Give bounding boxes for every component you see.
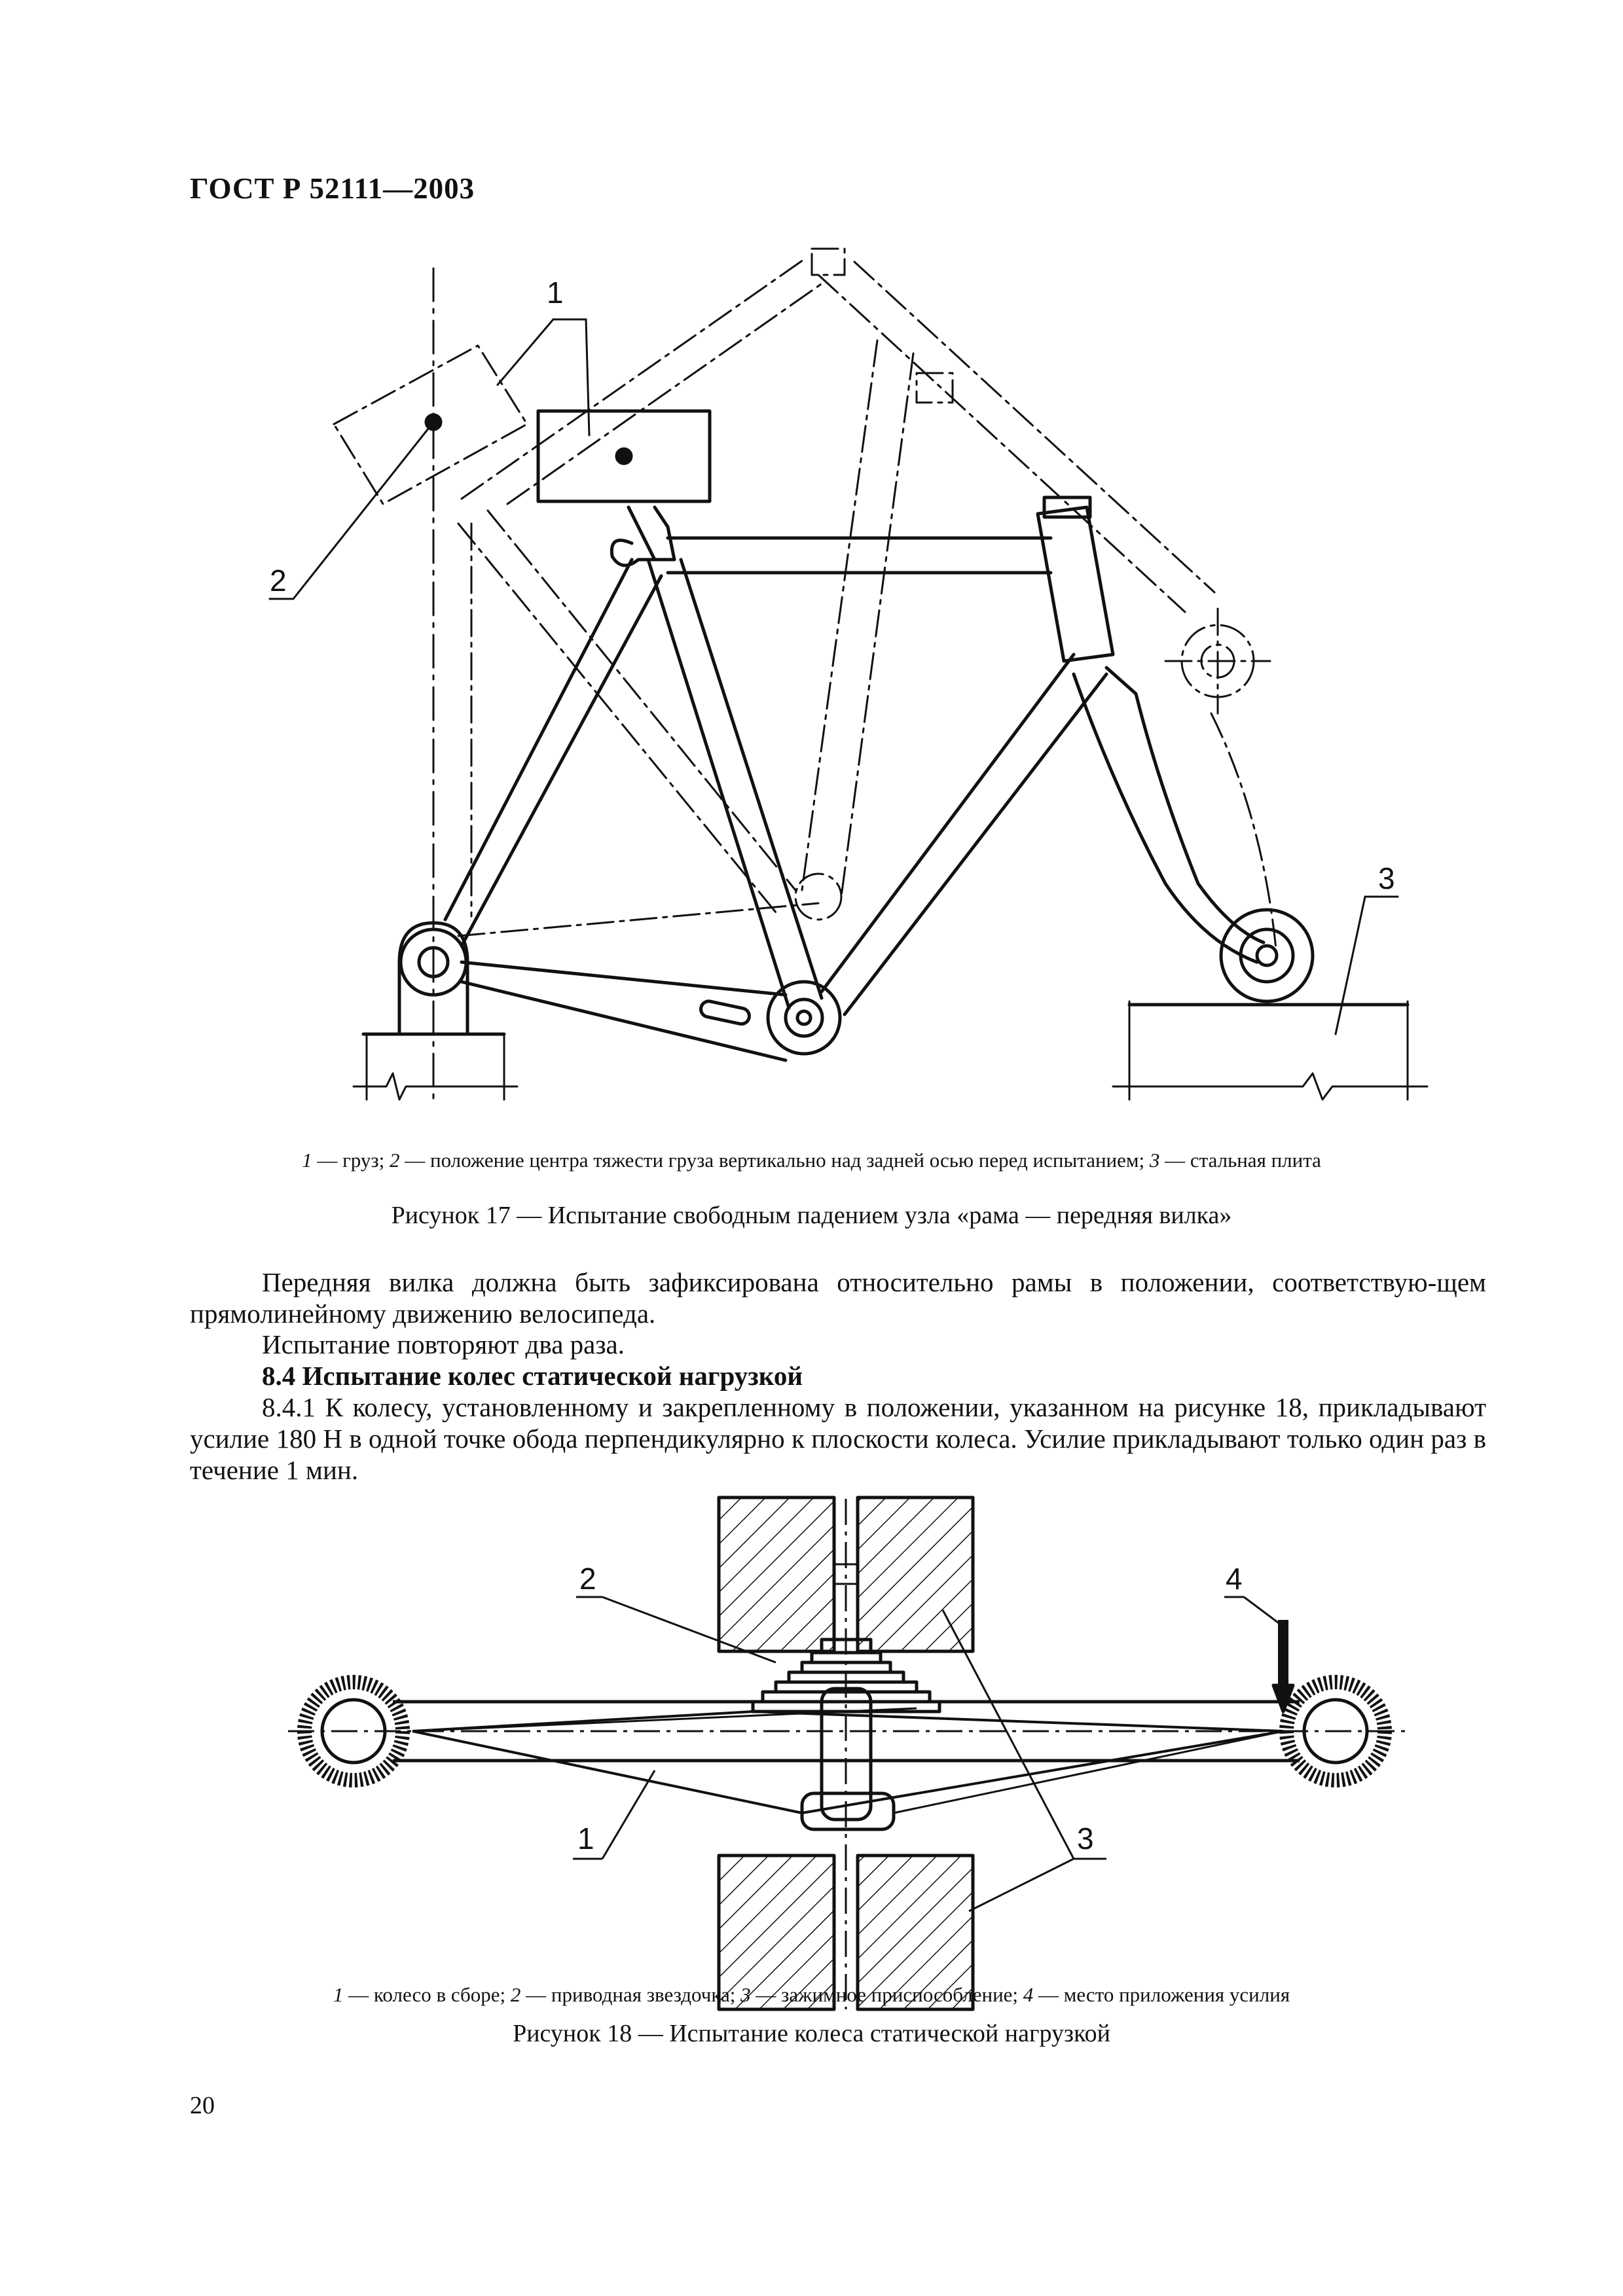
- section-heading-8-4: 8.4 Испытание колес статической нагрузко…: [262, 1361, 803, 1391]
- fig18-label-4: 4: [1226, 1562, 1243, 1596]
- fig18-label-2: 2: [579, 1562, 596, 1596]
- head-tube: [1036, 505, 1115, 663]
- clamp-block-top-right: [856, 1496, 975, 1653]
- seat-stay: [443, 558, 634, 922]
- figure-17-title: Рисунок 17 — Испытание свободным падение…: [391, 1202, 1232, 1229]
- chain-stay: [460, 960, 788, 997]
- load-weight: [536, 409, 712, 503]
- page-number: 20: [190, 2092, 215, 2119]
- front-fork: [1104, 666, 1266, 944]
- tyre-right: [1279, 1675, 1392, 1787]
- load-before-test: [333, 344, 528, 505]
- bottom-bracket: [766, 980, 842, 1056]
- fig17-label-3: 3: [1378, 861, 1395, 895]
- fig18-label-3: 3: [1077, 1821, 1094, 1856]
- fig18-label-1: 1: [577, 1821, 594, 1856]
- figure-17-legend: 1 — груз; 2 — положение центра тяжести г…: [302, 1149, 1321, 1172]
- seat-tube: [646, 558, 791, 1010]
- tyre-left: [297, 1675, 410, 1787]
- down-tube: [820, 653, 1076, 994]
- clamp-block-top-left: [717, 1496, 836, 1653]
- figure-17-drawing: [268, 247, 1429, 1101]
- front-axle: [1219, 908, 1315, 1003]
- spokes: [412, 1710, 1284, 1732]
- paragraph-repeat: Испытание повторяют два раза.: [262, 1329, 625, 1359]
- fig17-label-1: 1: [547, 276, 564, 310]
- fig17-label-2: 2: [270, 564, 287, 598]
- document-header: ГОСТ Р 52111—2003: [190, 172, 475, 205]
- figure-18-legend: 1 — колесо в сборе; 2 — приводная звездо…: [333, 1983, 1290, 2006]
- paragraph-8-4-1: 8.4.1 К колесу, установленному и закрепл…: [190, 1392, 1486, 1485]
- figure-18-title: Рисунок 18 — Испытание колеса статическо…: [513, 2020, 1110, 2047]
- paragraph-fork-fixation: Передняя вилка должна быть зафиксирована…: [190, 1267, 1486, 1329]
